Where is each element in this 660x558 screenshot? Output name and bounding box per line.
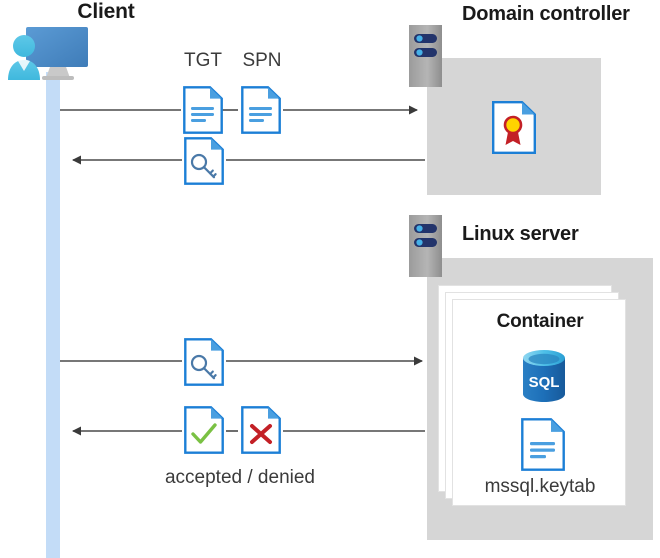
denied-document-icon [241,406,281,454]
linux-server-title: Linux server [462,223,579,245]
container-title: Container [496,311,584,332]
keytab-file-label: mssql.keytab [484,476,596,497]
client-monitor-user-icon [8,27,88,80]
spn-document-icon [241,86,281,134]
keytab-document-icon [521,418,565,471]
tgt-label: TGT [184,50,222,71]
server-rack-icon [409,215,442,277]
spn-label: SPN [242,50,282,71]
accepted-document-icon [184,406,224,454]
server-rack-icon [409,25,442,87]
container-card-front [452,299,626,506]
domain-controller-title: Domain controller [462,3,630,25]
service-ticket-key-document-icon [184,338,224,386]
sql-database-icon: SQL [523,350,565,402]
sql-icon-text: SQL [529,374,560,391]
client-lifeline [46,72,60,558]
tgt-document-icon [183,86,223,134]
service-ticket-key-document-icon [184,137,224,185]
client-title: Client [77,0,135,23]
certificate-document-icon [492,101,536,154]
accepted-denied-caption: accepted / denied [164,467,315,488]
